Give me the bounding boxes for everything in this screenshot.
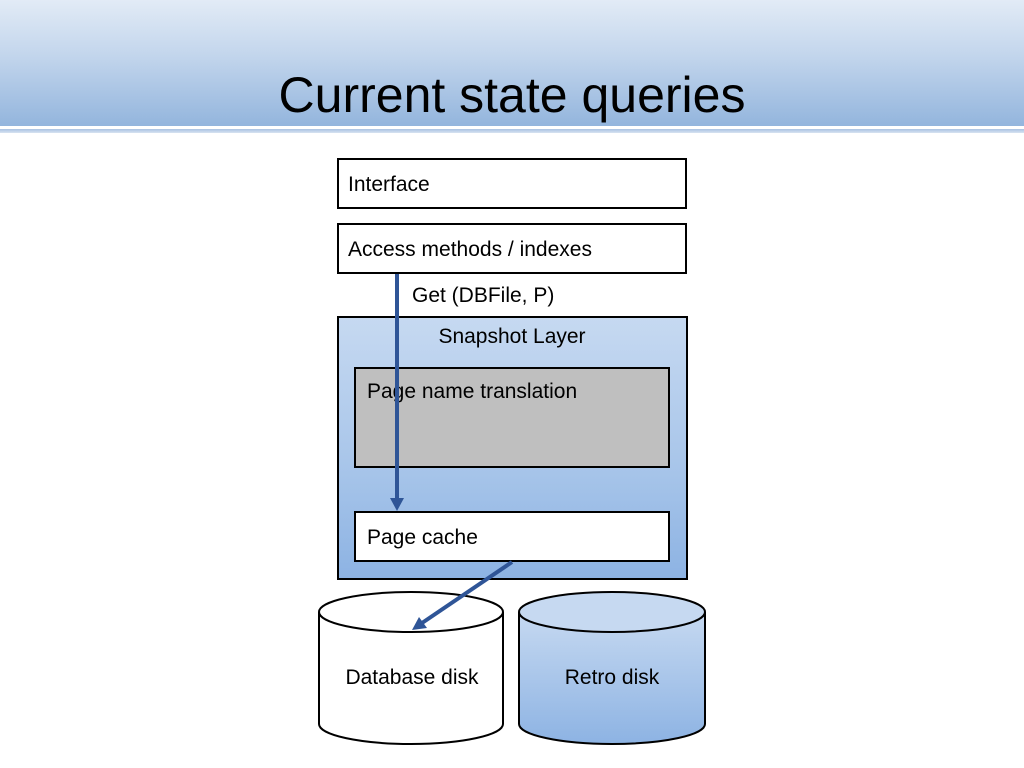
page-name-translation-box: Page name translation xyxy=(354,367,670,468)
page-name-translation-label: Page name translation xyxy=(367,380,578,403)
page-cache-box: Page cache xyxy=(354,511,670,562)
title-band xyxy=(0,0,1024,126)
slide-title: Current state queries xyxy=(278,67,746,123)
access-methods-label: Access methods / indexes xyxy=(348,238,592,261)
title-divider-shadow xyxy=(0,129,1024,133)
title-divider xyxy=(0,126,1024,129)
database-disk-label: Database disk xyxy=(345,666,479,689)
retro-disk-label: Retro disk xyxy=(564,666,660,689)
interface-box: Interface xyxy=(337,158,687,209)
interface-label: Interface xyxy=(348,173,430,196)
call-label: Get (DBFile, P) xyxy=(412,284,555,307)
page-cache-label: Page cache xyxy=(367,526,478,549)
access-methods-box: Access methods / indexes xyxy=(337,223,687,274)
